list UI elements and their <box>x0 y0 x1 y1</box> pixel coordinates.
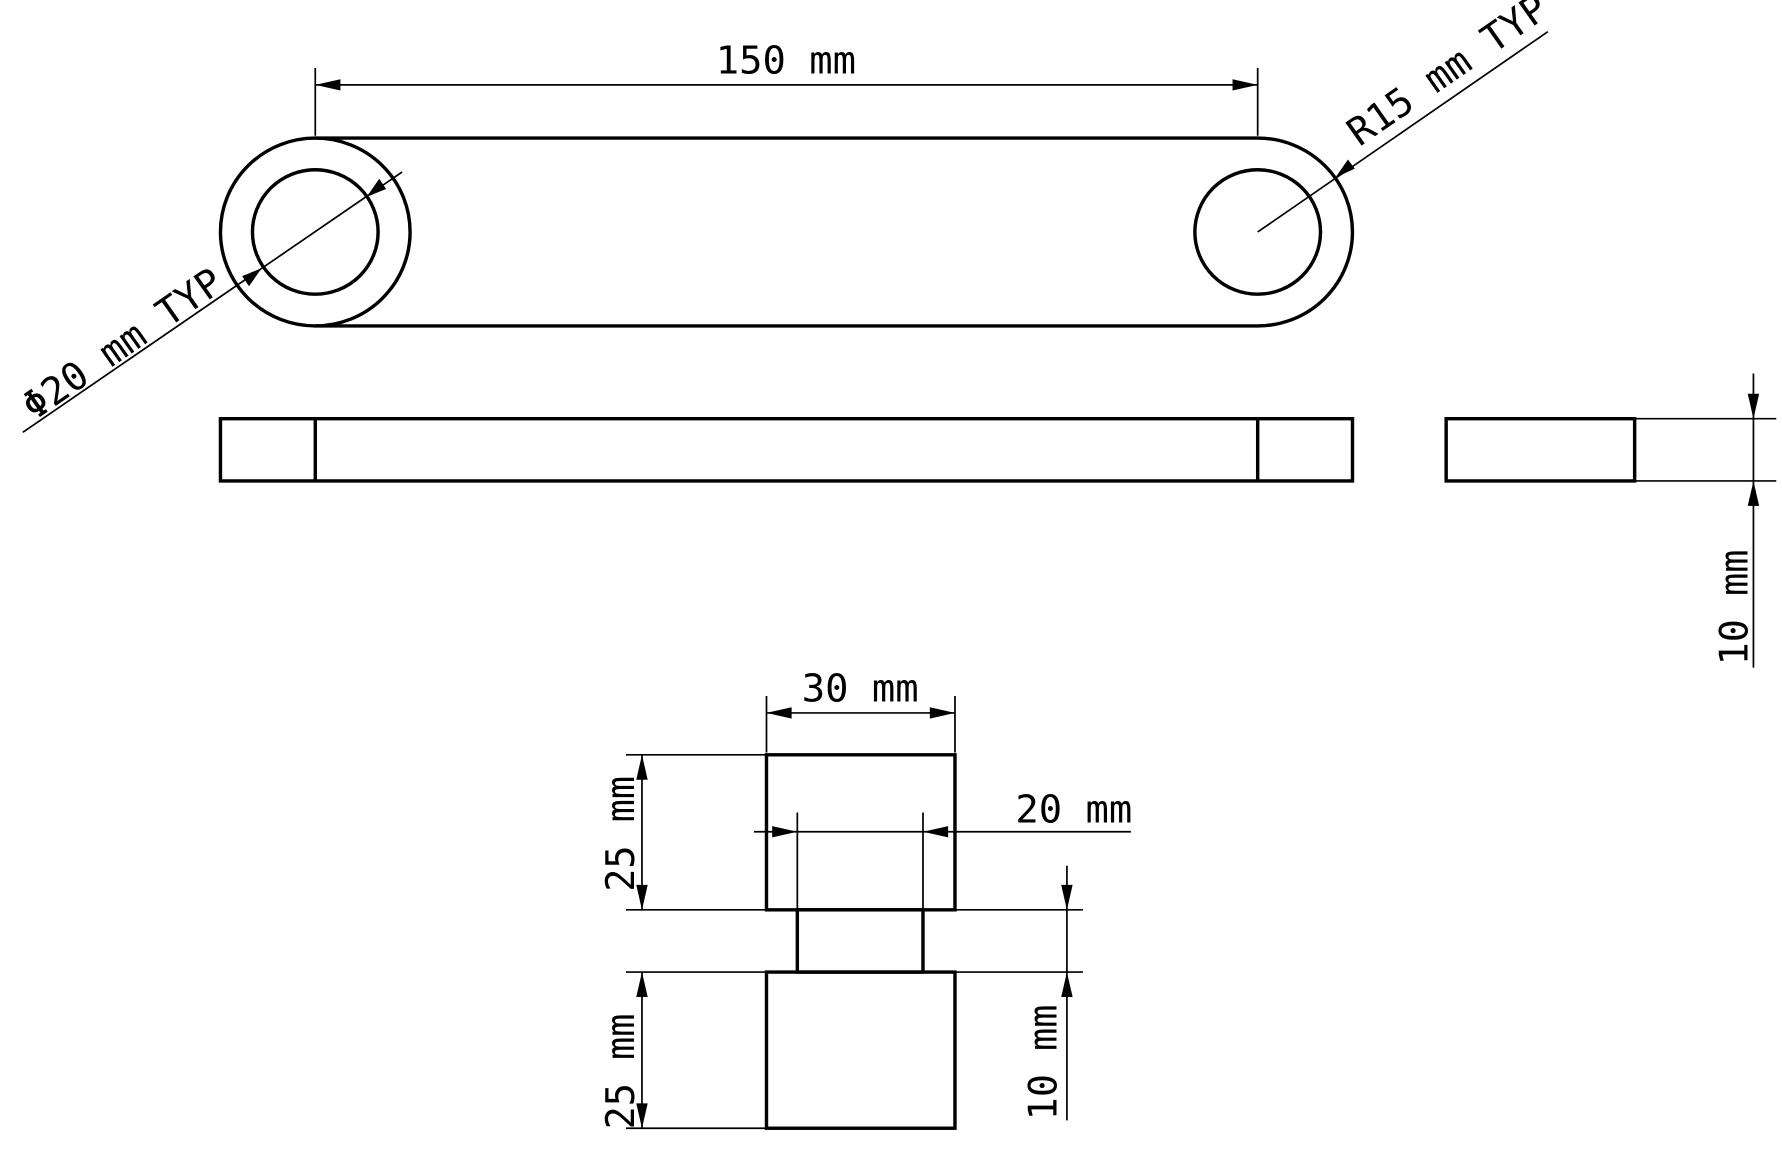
end-view: 10 mm <box>1444 373 1777 668</box>
neck-height-label: 10 mm <box>1021 1005 1066 1121</box>
lower-height-dimension: 25 mm <box>599 971 1083 1130</box>
neck-width-label: 20 mm <box>1015 788 1132 833</box>
length-label: 150 mm <box>716 39 856 84</box>
link-outline <box>315 136 1355 328</box>
width-dimension: 30 mm <box>765 667 956 753</box>
neck-height-dimension: 10 mm <box>1021 865 1073 1121</box>
side-view <box>218 417 1355 483</box>
bottom-view <box>764 753 957 1130</box>
left-boss-circle <box>218 136 412 328</box>
lower-height-label: 25 mm <box>599 1014 644 1130</box>
neck-width-dimension: 20 mm <box>753 788 1132 838</box>
hole-diameter-dimension: Φ20 mm TYP <box>14 171 403 433</box>
top-view <box>218 136 1355 328</box>
width-label: 30 mm <box>802 667 919 712</box>
upper-height-label: 25 mm <box>599 776 644 892</box>
radius-dimension: R15 mm TYP <box>1257 0 1557 233</box>
upper-height-dimension: 25 mm <box>599 753 1083 911</box>
thickness-label: 10 mm <box>1713 550 1758 666</box>
hole-diameter-label: Φ20 mm TYP <box>14 260 231 429</box>
radius-label: R15 mm TYP <box>1339 0 1556 155</box>
length-dimension: 150 mm <box>314 39 1259 136</box>
right-hole <box>1193 168 1323 296</box>
left-hole <box>250 168 380 296</box>
